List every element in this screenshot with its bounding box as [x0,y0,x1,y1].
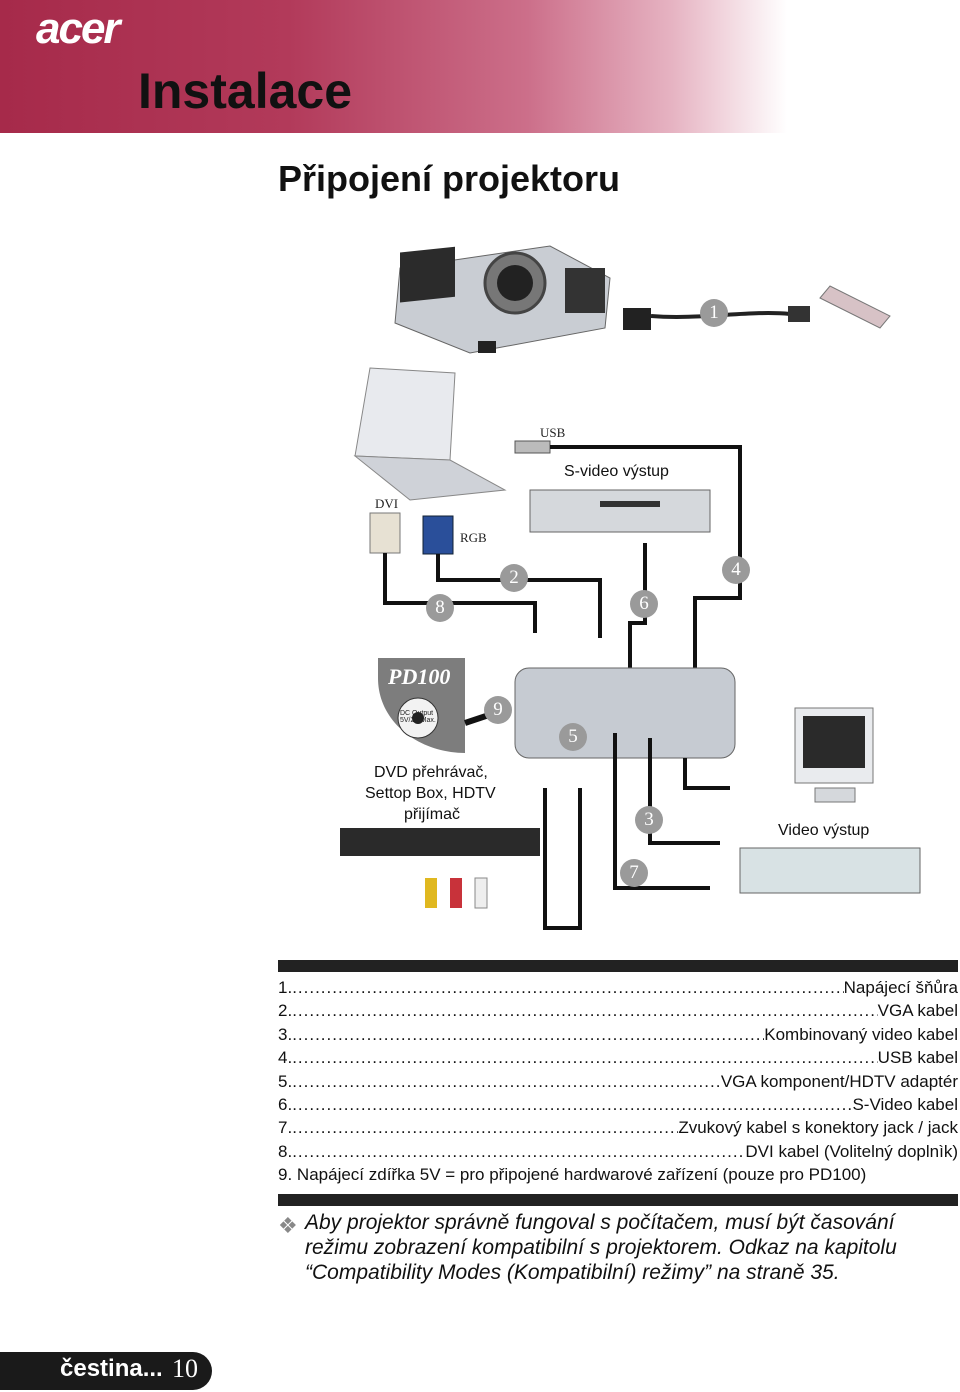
callout-6: 6 [630,590,658,618]
callout-4: 4 [722,556,750,584]
dvd-label-line3: přijímač [404,806,461,823]
diamond-bullet-icon: ❖ [278,1213,298,1238]
compatibility-note: Aby projektor správně fungoval s počítač… [305,1211,897,1284]
legend-item: 1.Napájecí šňůra [278,978,958,1001]
callout-5: 5 [559,723,587,751]
legend-item: 5.VGA komponent/HDTV adaptér [278,1072,958,1095]
section-title: Připojení projektoru [278,158,621,199]
power-cord-image [623,285,891,330]
footer-page-tab [0,1352,212,1390]
legend-item: 7.Zvukový kabel s konektory jack / jack [278,1118,958,1141]
settop-box-image [340,828,540,856]
dvd-player-image [529,489,711,533]
callout-8: 8 [426,594,454,622]
dvd-label-line2: Settop Box, HDTV [365,785,496,802]
legend-item: 4.USB kabel [278,1048,958,1071]
projector-image [394,245,611,354]
rgb-connector [422,515,454,555]
s-video-out-label: S-video výstup [564,463,669,480]
dvd-label-line1: DVD přehrávač, [374,764,488,781]
vcr-image [739,847,921,894]
monitor-image [794,707,874,803]
legend-bottom-rule [278,1194,958,1206]
legend-item: 2.VGA kabel [278,1001,958,1024]
callout-1: 1 [700,299,728,327]
dvi-label: DVI [375,496,399,511]
acer-logo: acer [36,4,121,53]
header-band [0,0,960,133]
diagram-artwork [340,245,921,930]
legend-top-rule [278,960,958,972]
legend-item: 6.S-Video kabel [278,1095,958,1118]
legend-item: 3.Kombinovaný video kabel [278,1025,958,1048]
callout-9: 9 [484,696,512,724]
legend-item: 9. Napájecí zdířka 5V = pro připojené ha… [278,1165,867,1185]
cable-legend: 1.Napájecí šňůra 2.VGA kabel 3.Kombinova… [278,978,958,1189]
dc-output-label: DC Output 5V/2A Max. [400,710,436,724]
legend-item: 8.DVI kabel (Volitelný doplnìk) [278,1142,958,1165]
model-label: PD100 [388,664,451,689]
projector-rear-panel [514,667,736,759]
callout-2: 2 [500,564,528,592]
callout-7: 7 [620,859,648,887]
chapter-title: Instalace [138,63,353,119]
usb-label: USB [540,425,566,440]
dvi-connector [369,512,401,554]
video-out-label: Video výstup [778,822,870,839]
connection-diagram: USB S-video výstup DVI RGB PD100 DC Outp… [300,228,940,968]
rgb-label: RGB [460,530,487,545]
laptop-image [353,367,507,501]
page-number: 10 [172,1354,198,1383]
footer-language: čestina... [60,1355,163,1382]
usb-plug [514,440,551,454]
callout-3: 3 [635,806,663,834]
